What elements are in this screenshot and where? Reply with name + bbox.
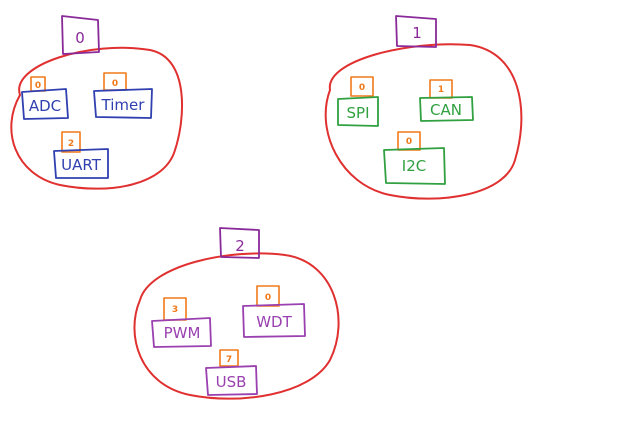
module-timer: 0 Timer xyxy=(93,72,153,119)
module-timer-index: 0 xyxy=(112,79,118,89)
module-adc: 0 ADC xyxy=(21,76,69,120)
module-usb-label: USB xyxy=(216,373,247,391)
module-wdt: 0 WDT xyxy=(242,285,306,338)
module-pwm-index: 3 xyxy=(172,305,178,315)
module-i2c-index: 0 xyxy=(406,137,412,147)
group-1-tag: 1 xyxy=(395,15,437,48)
group-2: 2 3 PWM 0 WDT 7 USB xyxy=(133,227,340,400)
group-0-label: 0 xyxy=(75,29,85,47)
module-timer-label: Timer xyxy=(101,96,146,114)
module-i2c: 0 I2C xyxy=(383,131,446,185)
module-can: 1 CAN xyxy=(419,79,474,122)
module-adc-index: 0 xyxy=(35,81,41,91)
module-can-label: CAN xyxy=(430,101,462,119)
module-adc-label: ADC xyxy=(29,97,61,115)
module-wdt-label: WDT xyxy=(256,313,292,331)
module-wdt-index: 0 xyxy=(265,293,271,303)
group-1-label: 1 xyxy=(412,24,422,42)
module-spi: 0 SPI xyxy=(337,76,379,127)
module-pwm-label: PWM xyxy=(164,324,201,342)
module-usb-index: 7 xyxy=(226,355,232,365)
group-0: 0 0 ADC 0 Timer 2 UART xyxy=(10,15,184,190)
module-uart-label: UART xyxy=(61,156,102,174)
module-pwm: 3 PWM xyxy=(151,297,212,348)
module-i2c-label: I2C xyxy=(402,157,426,175)
group-1: 1 0 SPI 1 CAN 0 I2C xyxy=(324,15,523,200)
group-2-label: 2 xyxy=(235,237,245,255)
module-spi-label: SPI xyxy=(347,104,370,122)
group-1-ellipse xyxy=(324,43,523,200)
group-0-tag: 0 xyxy=(61,15,100,55)
module-spi-index: 0 xyxy=(359,83,365,93)
module-uart-index: 2 xyxy=(68,139,74,149)
module-usb: 7 USB xyxy=(205,349,258,396)
module-can-index: 1 xyxy=(438,85,444,95)
group-2-tag: 2 xyxy=(219,227,260,259)
module-uart: 2 UART xyxy=(53,131,109,179)
